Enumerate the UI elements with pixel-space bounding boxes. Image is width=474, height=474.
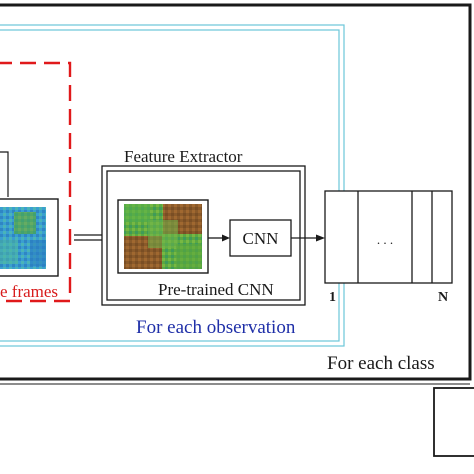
input-heatmap-image (124, 204, 202, 269)
feature-extractor-inner (106, 170, 301, 301)
cnn-box (229, 219, 292, 257)
feature-vector-ellipsis: . . . (377, 232, 393, 247)
frames-connector (0, 151, 9, 197)
for-each-class-label: For each class (327, 353, 435, 374)
feature-extractor-title: Feature Extractor (124, 147, 243, 166)
observation-box-outer (0, 24, 345, 347)
class-frame (0, 3, 472, 381)
feature-vector-first-index: 1 (329, 290, 336, 305)
observation-box-inner (0, 29, 340, 342)
feature-vector (324, 190, 453, 284)
feature-vector-last-index: N (438, 290, 448, 305)
frames-label: e frames (0, 282, 58, 301)
cnn-label: CNN (243, 229, 279, 248)
pretrained-cnn-label: Pre-trained CNN (158, 280, 274, 299)
frames-dashed-box (0, 61, 72, 303)
heatmap-to-cnn-arrowhead (222, 234, 230, 242)
feature-extractor-outer (101, 165, 306, 306)
cnn-to-vector-arrowhead (316, 234, 325, 242)
frames-heatmap-image (0, 207, 46, 269)
for-each-observation-label: For each observation (136, 317, 296, 338)
bottom-right-box (433, 387, 474, 457)
